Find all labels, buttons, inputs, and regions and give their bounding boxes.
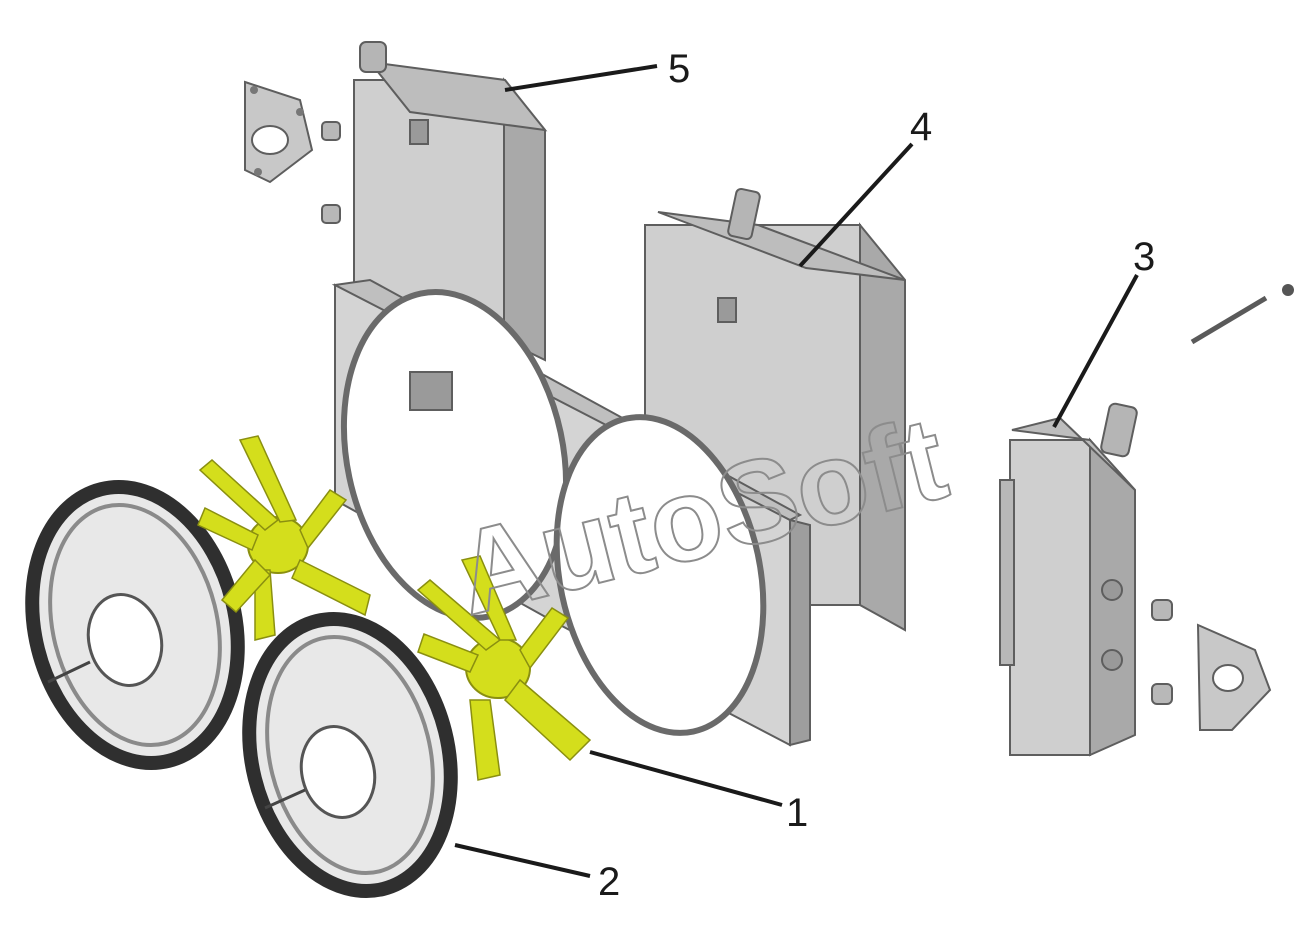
fan-blades-front bbox=[416, 555, 592, 781]
fan-shroud bbox=[331, 278, 811, 747]
nut-right-2 bbox=[1151, 683, 1173, 705]
fan-blades-rear bbox=[197, 435, 371, 641]
callout-1: 1 bbox=[786, 791, 808, 835]
bolt-rod bbox=[1190, 284, 1294, 345]
callout-2: 2 bbox=[598, 860, 620, 904]
mounting-bracket-right bbox=[1196, 623, 1272, 731]
leader-line-5 bbox=[504, 64, 658, 92]
part-3-oil-cooler bbox=[999, 402, 1138, 757]
leader-line-4 bbox=[798, 142, 914, 268]
mounting-bracket-left bbox=[244, 80, 314, 184]
fan-guard-left bbox=[25, 480, 245, 770]
nut-upper-left-1 bbox=[321, 121, 341, 141]
leader-line-3 bbox=[1052, 274, 1139, 428]
leader-line-1 bbox=[589, 750, 783, 807]
part-2-fan-guard bbox=[242, 612, 458, 898]
callout-3: 3 bbox=[1133, 235, 1155, 279]
callout-4: 4 bbox=[910, 105, 932, 149]
leader-line-2 bbox=[454, 843, 591, 878]
nut-upper-left-2 bbox=[321, 204, 341, 224]
callout-5: 5 bbox=[668, 47, 690, 91]
nut-right-1 bbox=[1151, 599, 1173, 621]
